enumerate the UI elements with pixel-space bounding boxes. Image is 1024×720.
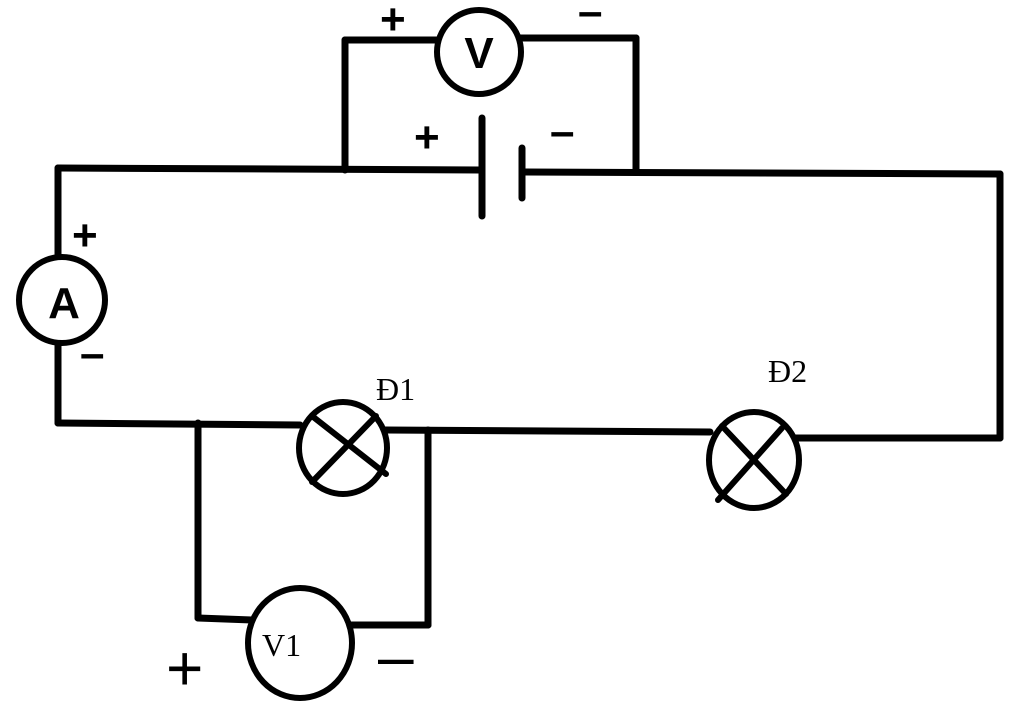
- voltmeter-v1-plus-sign: +: [166, 632, 203, 704]
- ammeter: A + –: [16, 211, 108, 378]
- voltmeter-v1-minus-sign: –: [378, 620, 414, 692]
- battery: + –: [414, 107, 574, 220]
- lamp-d2-label: Đ2: [768, 353, 807, 389]
- ammeter-minus-sign: –: [80, 329, 104, 378]
- voltmeter-v1-label: V1: [262, 627, 301, 663]
- voltmeter-top-branch: [341, 34, 640, 176]
- lamp-d1: Đ1: [296, 371, 415, 497]
- wire-top-left: [54, 164, 484, 174]
- lamp-d2: Đ2: [706, 353, 807, 511]
- lamp-d2-cross-2: [715, 425, 785, 503]
- wire-top-right: [521, 168, 1004, 178]
- main-wires: [54, 164, 1004, 442]
- voltmeter-v1-circle: [245, 585, 355, 701]
- ammeter-letter: A: [48, 279, 80, 328]
- wire-v1-left-bottom: [194, 614, 256, 624]
- wire-bottom-left: [54, 419, 304, 429]
- voltmeter-top-letter: V: [464, 29, 494, 78]
- voltmeter-top-plus-sign: +: [380, 0, 406, 44]
- voltmeter-top: V + –: [380, 0, 602, 97]
- wire-bottom-middle: [381, 426, 714, 436]
- voltmeter-top-minus-sign: –: [578, 0, 602, 36]
- lamp-d1-label: Đ1: [376, 371, 415, 407]
- lamp-d1-cross-2: [309, 413, 379, 485]
- voltmeter-v1: V1 + –: [166, 585, 414, 704]
- voltmeter-v1-branch: [194, 419, 432, 629]
- battery-minus-sign: –: [550, 107, 574, 156]
- battery-plus-sign: +: [414, 113, 440, 162]
- voltmeter-top-circle: [434, 7, 524, 97]
- ammeter-circle: [16, 254, 108, 346]
- ammeter-plus-sign: +: [72, 211, 98, 260]
